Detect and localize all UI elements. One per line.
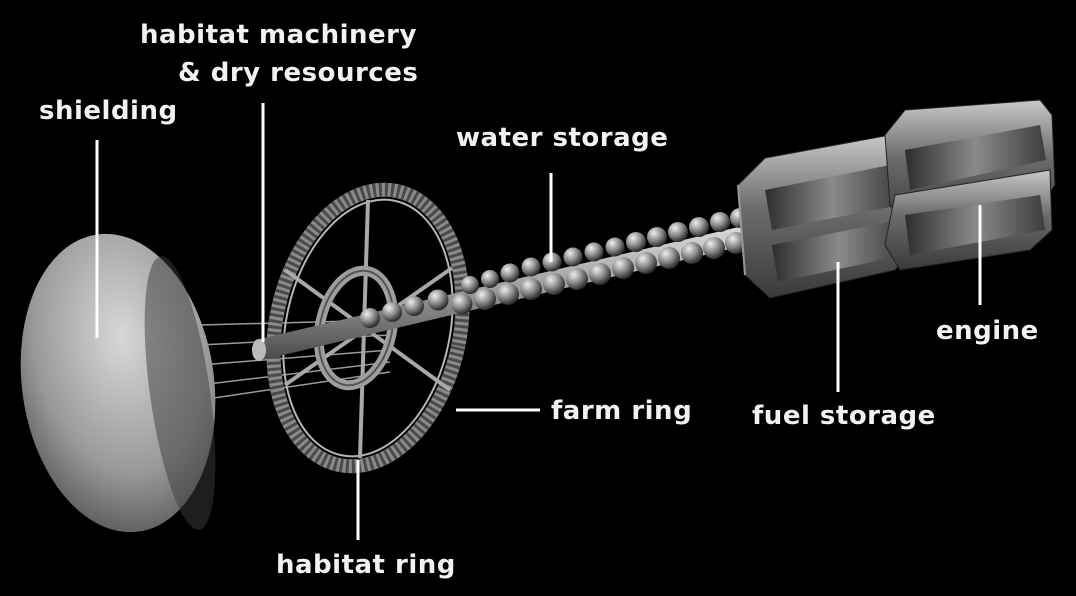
label-dry-resources: & dry resources [178, 58, 419, 88]
farm-ring [313, 265, 399, 391]
spine-end-cap [252, 339, 266, 361]
label-shielding: shielding [39, 96, 178, 126]
label-water-storage: water storage [456, 123, 669, 153]
label-fuel-storage: fuel storage [752, 401, 936, 431]
engine-block [884, 99, 1056, 271]
shielding-rim [144, 256, 216, 530]
label-habitat-machinery: habitat machinery [140, 20, 417, 50]
label-habitat-ring: habitat ring [276, 550, 456, 580]
label-farm-ring: farm ring [551, 396, 693, 426]
water-storage-spheres-top [461, 208, 750, 294]
label-engine: engine [936, 316, 1039, 346]
fuel-storage-block [737, 134, 916, 299]
leader-lines [95, 103, 982, 540]
water-storage-spheres-bottom [360, 232, 747, 328]
